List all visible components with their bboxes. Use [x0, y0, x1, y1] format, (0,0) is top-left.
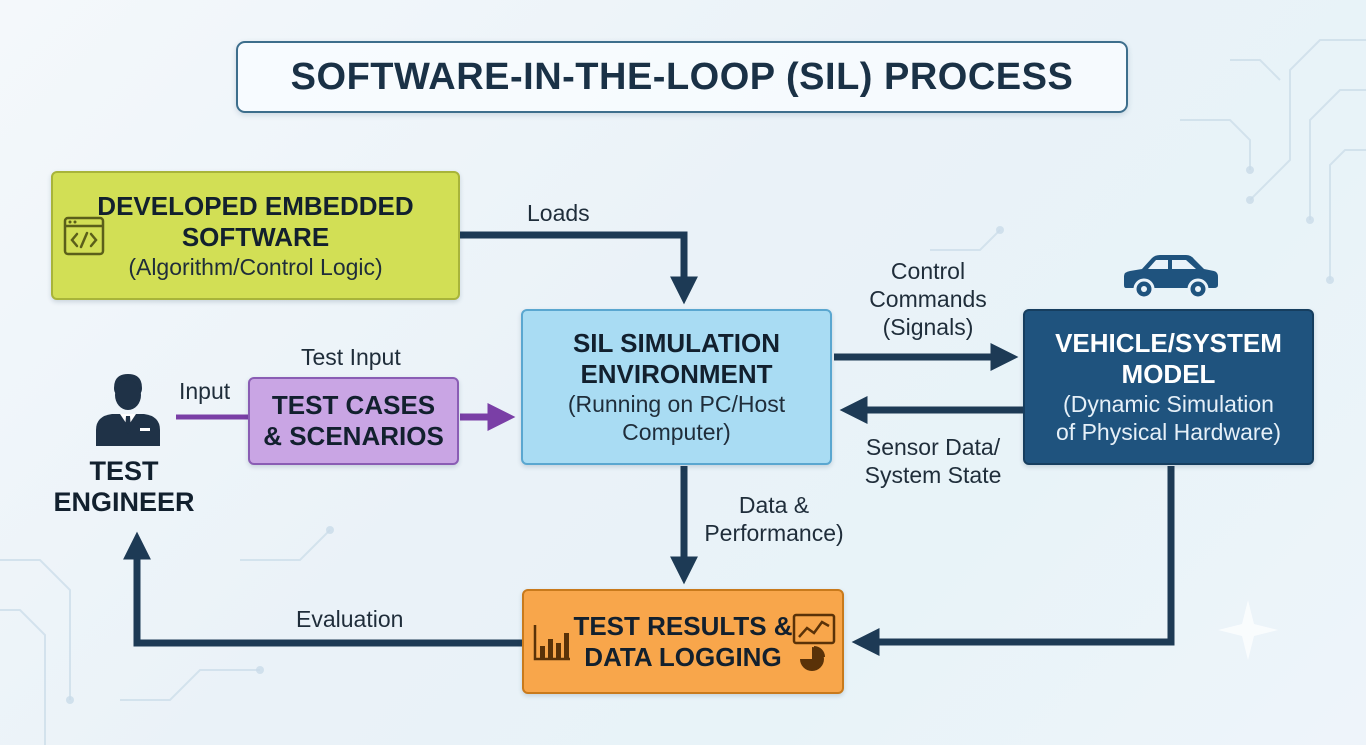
- label-control-line2: Commands: [869, 286, 987, 312]
- node-test-cases-scenarios: TEST CASES & SCENARIOS: [248, 377, 459, 465]
- node-sil-simulation-environment: SIL SIMULATION ENVIRONMENT (Running on P…: [521, 309, 832, 465]
- bar-chart-icon: [533, 625, 570, 661]
- node-sil-sub-line1: (Running on PC/Host: [567, 391, 786, 417]
- node-software-head-line2: SOFTWARE: [181, 221, 330, 252]
- node-testcases-head-line1: TEST CASES: [271, 390, 436, 420]
- node-software-head-line1: DEVELOPED EMBEDDED: [97, 190, 414, 221]
- label-sensor-line1: Sensor Data/: [865, 434, 1001, 460]
- engineer-label-line2: ENGINEER: [53, 487, 195, 517]
- label-sensor-line2: System State: [864, 462, 1002, 488]
- edge-loads: [460, 231, 698, 305]
- node-vehicle-system-model: VEHICLE/SYSTEM MODEL (Dynamic Simulation…: [1023, 309, 1314, 465]
- car-icon: [1124, 255, 1218, 300]
- page-title: SOFTWARE-IN-THE-LOOP (SIL) PROCESS: [290, 55, 1074, 98]
- edge-evaluation: [123, 531, 522, 647]
- node-developed-embedded-software: DEVELOPED EMBEDDED SOFTWARE (Algorithm/C…: [51, 171, 460, 300]
- label-input: Input: [179, 378, 231, 404]
- node-sil-head-line1: SIL SIMULATION: [572, 328, 781, 358]
- node-sil-sub-line2: Computer): [622, 419, 731, 445]
- label-test-input: Test Input: [301, 344, 401, 370]
- node-software-sub: (Algorithm/Control Logic): [128, 253, 383, 280]
- label-data-line2: Performance): [704, 520, 844, 546]
- node-sil-head-line2: ENVIRONMENT: [580, 359, 773, 389]
- node-vehicle-sub-line1: (Dynamic Simulation: [1063, 391, 1274, 417]
- node-vehicle-head-line2: MODEL: [1121, 359, 1216, 389]
- node-vehicle-head-line1: VEHICLE/SYSTEM: [1055, 328, 1282, 358]
- edge-vehicle-to-results: [851, 466, 1175, 656]
- node-test-results-data-logging: TEST RESULTS & DATA LOGGING: [522, 589, 844, 694]
- label-sensor-data: Sensor Data/ System State: [853, 433, 1013, 489]
- node-testcases-head-line2: & SCENARIOS: [263, 421, 444, 451]
- engineer-label-line1: TEST: [89, 456, 159, 486]
- label-control-line3: (Signals): [882, 314, 974, 340]
- node-vehicle-sub-line2: of Physical Hardware): [1056, 419, 1281, 445]
- label-control-commands: Control Commands (Signals): [858, 257, 998, 341]
- node-results-head-line1: TEST RESULTS &: [573, 610, 793, 641]
- test-engineer-label: TEST ENGINEER: [40, 456, 208, 518]
- line-pie-chart-icon: [792, 613, 836, 671]
- label-data-line1: Data &: [738, 492, 810, 518]
- code-window-icon: [63, 216, 105, 256]
- title-box: SOFTWARE-IN-THE-LOOP (SIL) PROCESS: [236, 41, 1128, 113]
- label-evaluation: Evaluation: [296, 606, 404, 632]
- node-results-head-line2: DATA LOGGING: [584, 641, 782, 672]
- label-control-line1: Control: [890, 258, 966, 284]
- label-data-performance: Data & Performance): [694, 491, 854, 547]
- label-loads: Loads: [527, 200, 590, 226]
- person-tie-icon: [96, 374, 160, 446]
